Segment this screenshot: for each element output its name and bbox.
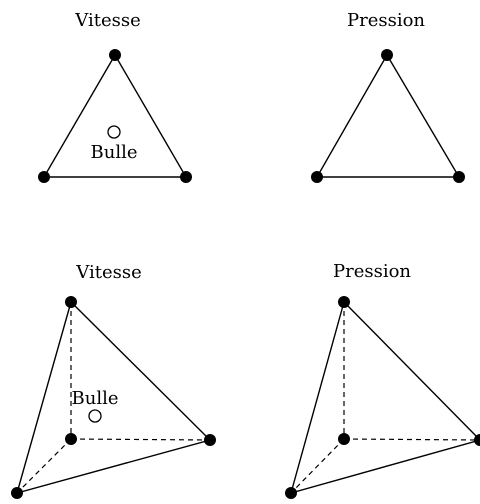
vertex-node (474, 434, 480, 446)
bubble-label: Bulle (91, 142, 138, 163)
panel-triangle-velocity: Vitesse Bulle (38, 10, 192, 183)
vertex-node (381, 49, 393, 61)
hidden-edge (290, 438, 345, 494)
vertex-node (11, 487, 23, 499)
vertex-node (180, 171, 192, 183)
bubble-node (107, 125, 121, 139)
panel-title: Pression (333, 261, 411, 282)
vertex-node (38, 171, 50, 183)
vertex-node (338, 433, 350, 445)
vertex-node (311, 171, 323, 183)
hidden-edge (343, 438, 480, 441)
tetrahedron-edges (15, 301, 212, 495)
panel-title: Vitesse (75, 262, 141, 283)
panel-tetrahedron-pressure: Pression (285, 261, 480, 499)
hidden-edge (16, 438, 72, 494)
bubble-node (88, 409, 102, 423)
vertex-node (204, 434, 216, 446)
triangle-edges (315, 53, 461, 178)
panel-tetrahedron-velocity: Vitesse Bulle (11, 262, 216, 499)
panel-triangle-pressure: Pression (311, 10, 465, 183)
vertex-node (109, 49, 121, 61)
tetrahedron-edges (289, 301, 480, 495)
bubble-label: Bulle (72, 388, 119, 409)
vertex-node (453, 171, 465, 183)
triangle-edges (42, 53, 188, 178)
panel-title: Pression (347, 10, 425, 31)
vertex-node (285, 487, 297, 499)
panel-title: Vitesse (74, 10, 140, 31)
vertex-node (65, 296, 77, 308)
vertex-node (65, 433, 77, 445)
vertex-node (338, 296, 350, 308)
hidden-edge (70, 438, 211, 441)
